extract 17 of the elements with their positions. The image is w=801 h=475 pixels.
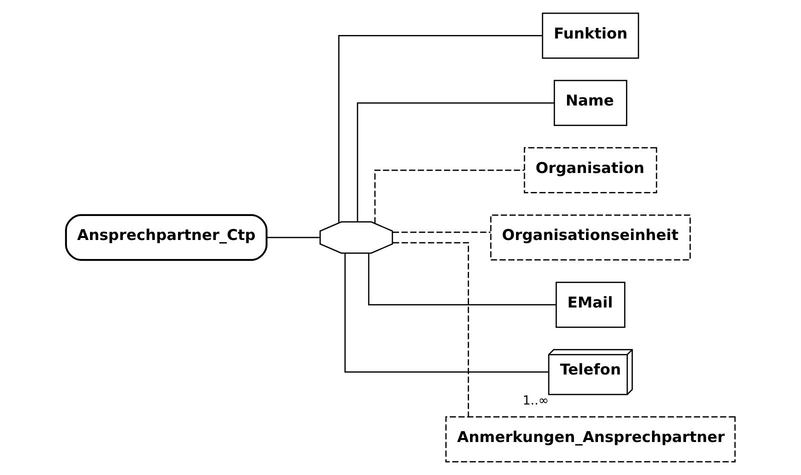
connector <box>392 232 490 233</box>
node-box: EMail <box>556 282 626 328</box>
connector <box>344 253 548 373</box>
connector <box>374 170 524 224</box>
node-box: Organisationseinheit <box>490 214 691 261</box>
node-label: 1..∞ <box>522 392 549 408</box>
node-box: Name <box>554 80 628 126</box>
node-box: Ansprechpartner_Ctp <box>65 214 268 261</box>
node-box: Anmerkungen_Ansprechpartner <box>445 416 736 462</box>
connector <box>356 102 554 222</box>
node-box: Funktion <box>542 12 640 59</box>
connector <box>368 253 556 306</box>
connector <box>266 236 320 238</box>
node-box: Organisation <box>524 147 658 194</box>
node-octagon <box>320 221 394 254</box>
connector <box>338 35 542 223</box>
connector <box>392 242 470 417</box>
